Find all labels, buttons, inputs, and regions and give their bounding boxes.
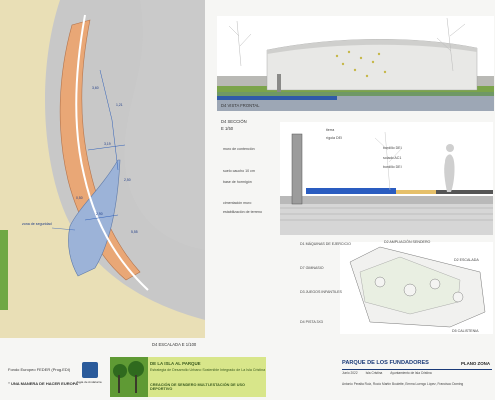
climbing-plan [0,0,205,338]
title-block: PARQUE DE LOS FUNDADORES PLANO ZONA Juni… [342,360,492,398]
banner-title: DE LA ISLA AL PARQUE [150,361,201,366]
zone-label: D1 MÁQUINAS DE EJERCICIO [300,242,351,246]
emblem-icon [82,362,98,378]
authors: Antonio Peralta Ruiz, Rocío Martín Boule… [342,382,464,386]
dim-label: 5,55 [131,230,138,234]
dim-label: 3,19 [104,142,111,146]
zone-label: D7 GIMNASIO [300,266,324,270]
zone-label: D2 AMPLIACIÓN SENDERO [384,240,431,244]
section-label: base de hormigón [223,180,252,184]
dim-label: 1,21 [116,103,123,107]
section-label: solado AC1 [383,156,402,160]
section-scale: E 1/50 [221,126,234,131]
meta-client: Ayuntamiento de Isla Cristina [390,371,432,375]
sheet-label: PLANO ZONA [460,361,490,366]
dim-label: 2,50 [124,178,131,182]
project-banner: DE LA ISLA AL PARQUE Estrategia de Desar… [110,357,266,397]
fund-line: Fondo Europeo FEDER (Prog.EDI) [8,367,71,372]
section-label: tierra [326,128,335,132]
front-view-caption: D4 VISTA FRONTAL [221,103,260,108]
meta-date: Junio 2022 [342,371,358,375]
plan-caption: D4 ESCALADA E 1/100 [152,342,197,347]
section-drawing [280,122,493,235]
zone-label: D2 ESCALADA [454,258,479,262]
legend-label: zona de seguridad [22,222,52,226]
org-name: Junta de Andalucía [76,380,102,384]
dim-label: 0,50 [76,196,83,200]
zone-plan [340,242,493,334]
dim-label: 2,90 [96,212,103,216]
motto: " UNA MANERA DE HACER EUROPA " [8,381,81,386]
title-rule [342,369,492,370]
section-label: bordillo DEI [383,146,402,150]
banner-subtitle: Estrategia de Desarrollo Urbano Sostenib… [150,368,266,372]
dim-label: 3,60 [92,86,99,90]
meta-place: Isla Cristina [365,371,383,375]
section-label: rígola DEI [326,136,342,140]
banner-action: CREACIÓN DE SENDERO MULTI-ESTACIÓN DE US… [150,383,245,391]
zone-label: D5 CALISTENIA [452,329,479,333]
zone-label: D4 PISTA 3X3 [300,320,323,324]
section-label: suelo caucho 10 cm [223,169,255,173]
section-label: bordillo DEI [383,165,402,169]
section-caption: D4 SECCIÓN [221,119,247,124]
section-label: muro de contención [223,147,255,151]
section-label: estabilización de terreno [223,210,262,214]
section-label: cimentación muro [223,201,252,205]
tree-illustration [110,357,148,397]
project-title: PARQUE DE LOS FUNDADORES [342,360,429,366]
zone-label: D3 JUEGOS INFANTILES [300,290,342,294]
front-view-render [217,16,494,111]
